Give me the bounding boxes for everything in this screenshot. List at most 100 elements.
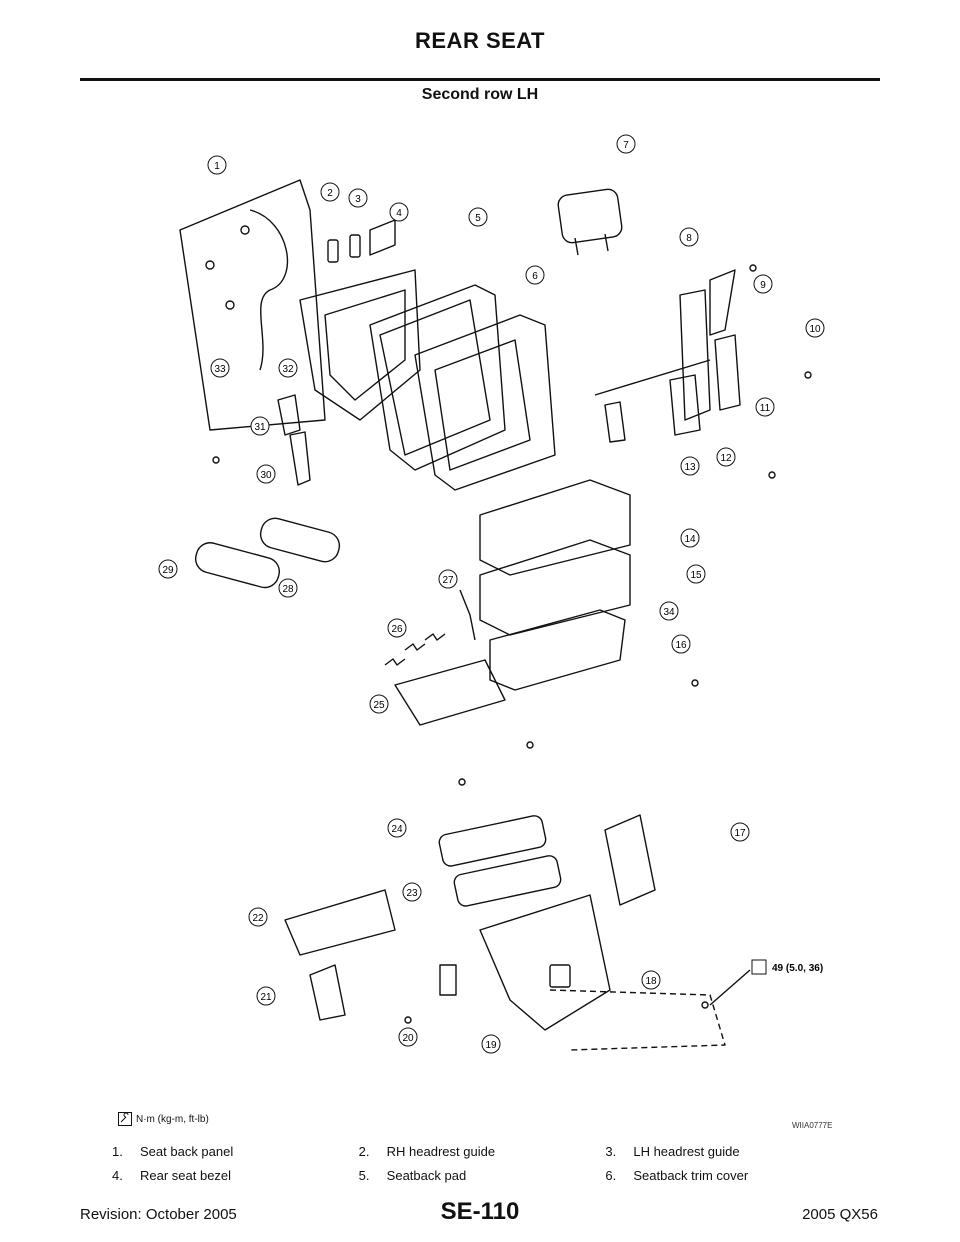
callout-27: 27 xyxy=(438,569,458,589)
part-lever-11 xyxy=(714,334,741,411)
callout-7: 7 xyxy=(616,134,636,154)
callout-34: 34 xyxy=(659,601,679,621)
part-latch-18 xyxy=(549,964,571,988)
header-rule xyxy=(80,78,880,81)
callout-23: 23 xyxy=(402,882,422,902)
part-lh-headrest-guide xyxy=(349,234,361,258)
legend-row: 1.Seat back panel 2.RH headrest guide 3.… xyxy=(112,1139,852,1163)
part-housing-22 xyxy=(284,889,396,956)
legend-item: 5.Seatback pad xyxy=(358,1167,467,1183)
part-base-frame xyxy=(479,894,611,1031)
part-bracket-13 xyxy=(604,401,626,443)
svg-text:1: 1 xyxy=(214,161,220,172)
callout-2: 2 xyxy=(320,182,340,202)
svg-text:4: 4 xyxy=(396,208,402,219)
torque-wrench-icon xyxy=(751,959,767,975)
legend-item: 2.RH headrest guide xyxy=(358,1143,496,1159)
footer-page-number: SE-110 xyxy=(440,1198,520,1225)
svg-text:26: 26 xyxy=(391,624,403,635)
svg-text:22: 22 xyxy=(252,913,264,924)
callout-19: 19 xyxy=(481,1034,501,1054)
svg-text:32: 32 xyxy=(282,364,294,375)
svg-text:28: 28 xyxy=(282,584,294,595)
callout-33: 33 xyxy=(210,358,230,378)
part-seatback-frame xyxy=(299,269,421,421)
parts-legend: 1.Seat back panel 2.RH headrest guide 3.… xyxy=(112,1139,852,1187)
callout-6: 6 xyxy=(525,265,545,285)
callout-31: 31 xyxy=(250,416,270,436)
part-lever-31 xyxy=(277,394,301,436)
part-seat-back-panel xyxy=(179,179,326,431)
svg-text:6: 6 xyxy=(532,271,538,282)
svg-text:8: 8 xyxy=(686,233,692,244)
part-bolts xyxy=(212,264,812,1024)
callout-21: 21 xyxy=(256,986,276,1006)
svg-text:9: 9 xyxy=(760,280,766,291)
legend-item: 4.Rear seat bezel xyxy=(112,1167,232,1183)
callout-26: 26 xyxy=(387,618,407,638)
legend-item: 3.LH headrest guide xyxy=(605,1143,740,1159)
part-cushion-pad xyxy=(479,539,631,636)
svg-text:14: 14 xyxy=(684,534,696,545)
part-armrest-29 xyxy=(194,542,280,589)
svg-text:10: 10 xyxy=(809,324,821,335)
callout-11: 11 xyxy=(755,397,775,417)
callout-32: 32 xyxy=(278,358,298,378)
part-seatback-trim-cover xyxy=(414,314,556,491)
svg-text:27: 27 xyxy=(442,575,454,586)
part-springs xyxy=(384,633,446,666)
svg-text:3: 3 xyxy=(355,194,361,205)
footer-revision: Revision: October 2005 xyxy=(80,1206,237,1223)
callout-29: 29 xyxy=(158,559,178,579)
svg-text:21: 21 xyxy=(260,992,272,1003)
svg-text:12: 12 xyxy=(720,453,732,464)
part-bracket-12 xyxy=(669,374,701,436)
svg-text:25: 25 xyxy=(373,700,385,711)
figure-id: WIIA0777E xyxy=(792,1121,833,1130)
part-pad-24 xyxy=(438,815,547,867)
callout-12: 12 xyxy=(716,447,736,467)
svg-text:13: 13 xyxy=(684,462,696,473)
callout-15: 15 xyxy=(686,564,706,584)
callout-9: 9 xyxy=(753,274,773,294)
callout-10: 10 xyxy=(805,318,825,338)
callout-13: 13 xyxy=(680,456,700,476)
part-cushion-trim xyxy=(479,479,631,576)
svg-text:23: 23 xyxy=(406,888,418,899)
svg-text:16: 16 xyxy=(675,640,687,651)
svg-text:34: 34 xyxy=(663,607,675,618)
part-lever-9 xyxy=(709,269,736,336)
callout-1: 1 xyxy=(207,155,227,175)
callout-16: 16 xyxy=(671,634,691,654)
svg-text:20: 20 xyxy=(402,1033,414,1044)
callout-25: 25 xyxy=(369,694,389,714)
part-headrest xyxy=(557,188,623,244)
part-recliner-bracket xyxy=(679,289,711,421)
callout-18: 18 xyxy=(641,970,661,990)
part-seatback-pad xyxy=(369,284,506,471)
page-title: REAR SEAT xyxy=(415,28,545,53)
part-bracket-20 xyxy=(439,964,457,996)
callout-20: 20 xyxy=(398,1027,418,1047)
unit-note-text: N·m (kg-m, ft-lb) xyxy=(136,1113,209,1125)
callout-30: 30 xyxy=(256,464,276,484)
part-side-cover xyxy=(604,814,656,906)
exploded-parts-diagram: 1 2 3 4 5 6 7 8 9 10 11 12 13 14 15 16 1… xyxy=(158,134,825,1054)
callout-28: 28 xyxy=(278,578,298,598)
part-rh-headrest-guide xyxy=(327,239,339,263)
callout-3: 3 xyxy=(348,188,368,208)
part-pad-23 xyxy=(453,855,562,907)
callout-4: 4 xyxy=(389,202,409,222)
legend-item: 1.Seat back panel xyxy=(112,1143,234,1159)
svg-text:2: 2 xyxy=(327,188,333,199)
part-rear-seat-bezel xyxy=(369,219,396,256)
part-cover-21 xyxy=(309,964,346,1021)
svg-text:24: 24 xyxy=(391,824,403,835)
part-lever-30 xyxy=(289,431,311,486)
svg-text:11: 11 xyxy=(760,403,771,414)
torque-wrench-icon xyxy=(118,1112,132,1126)
legend-row: 4.Rear seat bezel 5.Seatback pad 6.Seatb… xyxy=(112,1163,852,1187)
svg-text:29: 29 xyxy=(162,565,174,576)
callout-14: 14 xyxy=(680,528,700,548)
svg-text:33: 33 xyxy=(214,364,226,375)
